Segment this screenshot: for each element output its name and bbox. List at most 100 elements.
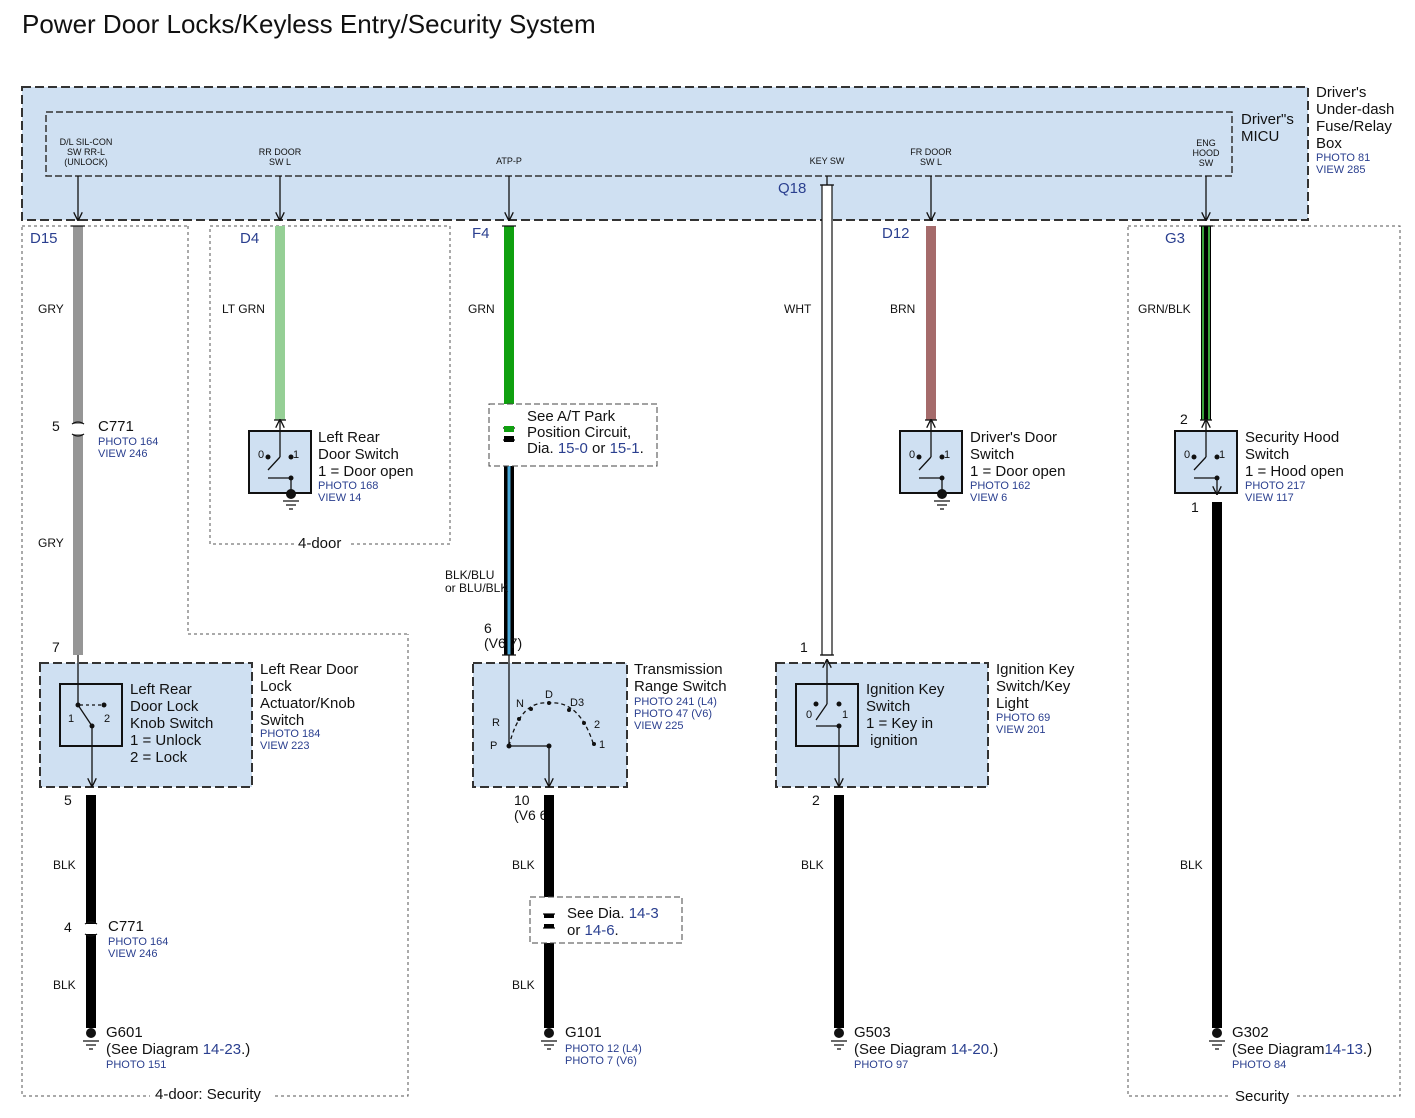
c771-bottom-photo: PHOTO 164: [108, 936, 168, 948]
wire-label-blk-b2: BLK: [512, 978, 535, 992]
fuse-box-photo: PHOTO 81: [1316, 152, 1370, 164]
ground-g302-see: (See Diagram14-13.): [1232, 1041, 1372, 1058]
zone-security: [1127, 225, 1401, 1097]
wire-label-blk-a2: BLK: [53, 978, 76, 992]
fuse-box-view: VIEW 285: [1316, 164, 1366, 176]
trans-range-photo2: PHOTO 47 (V6): [634, 708, 712, 720]
drivers-door-switch-view: VIEW 6: [970, 492, 1007, 504]
ground-g101-photo2: PHOTO 7 (V6): [565, 1055, 637, 1067]
wire-label-gry-2: GRY: [38, 536, 64, 550]
ref-14-23[interactable]: 14-23: [203, 1041, 241, 1058]
ref-14-13[interactable]: 14-13: [1325, 1041, 1363, 1058]
ground-g302-photo: PHOTO 84: [1232, 1059, 1286, 1071]
wire-label-grn-blk: GRN/BLK: [1138, 302, 1191, 316]
ground-g503: [831, 1028, 847, 1050]
gear-d3: D3: [570, 697, 584, 709]
wire-label-gry: GRY: [38, 302, 64, 316]
page-title: Power Door Locks/Keyless Entry/Security …: [22, 9, 596, 39]
hood-switch-p0: 0: [1184, 449, 1190, 461]
dd-switch-p1: 1: [944, 449, 950, 461]
c771-bottom-name: C771: [108, 918, 144, 935]
atp-ref-15-0[interactable]: 15-0: [558, 440, 588, 457]
gear-2: 2: [594, 719, 600, 731]
ref-14-20[interactable]: 14-20: [951, 1041, 989, 1058]
c771-top-photo: PHOTO 164: [98, 436, 158, 448]
trans-pin-top: 6(V6 7): [484, 620, 522, 651]
micu-pin-key-sw: KEY SW: [810, 156, 845, 166]
lr-knob-switch-symbol: [59, 683, 123, 747]
lr-door-switch-photo: PHOTO 168: [318, 480, 378, 492]
trans-pin-bottom: 10(V6 6): [514, 792, 552, 823]
c771-pin-5: 5: [52, 418, 60, 434]
ign-p0: 0: [806, 709, 812, 721]
c771-top-view: VIEW 246: [98, 448, 148, 460]
wire-label-blk-a1: BLK: [53, 858, 76, 872]
wire-label-grn: GRN: [468, 302, 495, 316]
wire-label-blk-d: BLK: [1180, 858, 1203, 872]
lr-switch-p1: 1: [293, 449, 299, 461]
dd-switch-p0: 0: [909, 449, 915, 461]
wire-label-blk-c: BLK: [801, 858, 824, 872]
lr-knob-p2: 2: [104, 713, 110, 725]
ground-g302: [1209, 1028, 1225, 1050]
ground-g601-name: G601: [106, 1024, 143, 1041]
lr-actuator-pin-7: 7: [52, 639, 60, 655]
hood-switch-p1: 1: [1219, 449, 1225, 461]
c771-top-name: C771: [98, 418, 134, 435]
c771-bottom-view: VIEW 246: [108, 948, 158, 960]
ign-pin-1: 1: [800, 639, 808, 655]
ground-g601-see: (See Diagram 14-23.): [106, 1041, 250, 1058]
dia-ref-14-6[interactable]: 14-6: [585, 922, 615, 939]
dia-note-text: See Dia. 14-3 or 14-6.: [567, 905, 663, 939]
lr-switch-p0: 0: [258, 449, 264, 461]
terminal-f4: F4: [472, 225, 490, 242]
ground-g601: [83, 1028, 99, 1050]
dia-ref-14-3[interactable]: 14-3: [629, 905, 659, 922]
wire-label-lt-grn: LT GRN: [222, 302, 265, 316]
zone-security-label: Security: [1235, 1088, 1290, 1105]
ign-p1: 1: [842, 709, 848, 721]
lr-actuator-pin-5: 5: [64, 792, 72, 808]
hood-pin-2: 2: [1180, 411, 1188, 427]
ground-g503-name: G503: [854, 1024, 891, 1041]
gear-n: N: [516, 698, 524, 710]
micu-unit: [45, 111, 1233, 177]
gear-p: P: [490, 740, 497, 752]
security-hood-switch-photo: PHOTO 217: [1245, 480, 1305, 492]
lr-actuator-photo: PHOTO 184: [260, 728, 320, 740]
ign-key-view: VIEW 201: [996, 724, 1046, 736]
wire-label-blk-b1: BLK: [512, 858, 535, 872]
security-hood-switch: [1174, 430, 1238, 494]
wire-wht: [821, 184, 833, 656]
terminal-q18: Q18: [778, 180, 806, 197]
ign-pin-2: 2: [812, 792, 820, 808]
ground-g601-photo: PHOTO 151: [106, 1059, 166, 1071]
zone-4door-security-label: 4-door: Security: [155, 1086, 261, 1103]
terminal-g3: G3: [1165, 230, 1185, 247]
lr-door-switch-view: VIEW 14: [318, 492, 361, 504]
wire-label-wht: WHT: [784, 302, 812, 316]
atp-ref-15-1[interactable]: 15-1: [610, 440, 640, 457]
lr-knob-p1: 1: [68, 713, 74, 725]
atp-note-text: See A/T Park Position Circuit, Dia. 15-0…: [527, 408, 644, 457]
gear-d: D: [545, 689, 553, 701]
ground-g101-photo: PHOTO 12 (L4): [565, 1043, 642, 1055]
terminal-d15: D15: [30, 230, 58, 247]
terminal-d4: D4: [240, 230, 259, 247]
ground-g302-name: G302: [1232, 1024, 1269, 1041]
gear-1: 1: [599, 739, 605, 751]
ground-g503-see: (See Diagram 14-20.): [854, 1041, 998, 1058]
